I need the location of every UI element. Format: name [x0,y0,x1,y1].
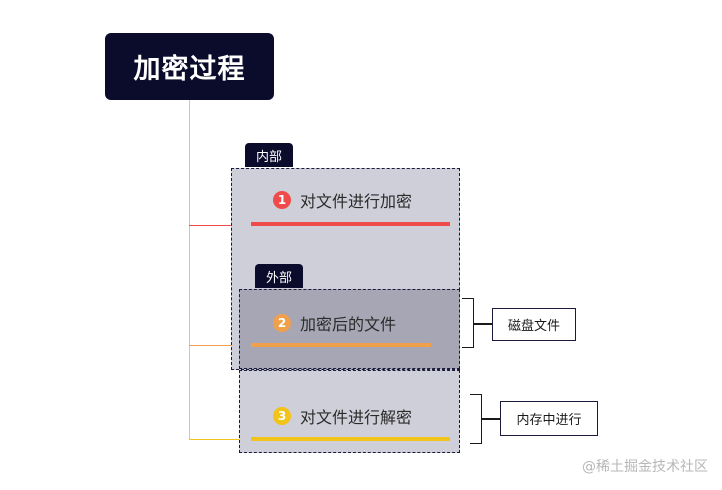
trunk-connector [189,100,190,440]
internal-tag-label: 内部 [255,149,282,165]
external-tag-label: 外部 [265,270,292,286]
memory-bracket [470,394,482,444]
branch-step-3 [189,439,251,440]
step-2-label: 加密后的文件 [300,315,397,334]
disk-file-note-label: 磁盘文件 [507,319,560,334]
watermark: @稀土掘金技术社区 [582,459,708,475]
step-1-number-badge: 1 [273,191,291,209]
disk-file-note: 磁盘文件 [492,308,576,341]
step-2-underline [251,343,431,347]
memory-note-label: 内存中进行 [516,413,582,428]
memory-note: 内存中进行 [500,401,598,436]
step-1: 1 对文件进行加密 [273,188,412,212]
disk-bracket [462,298,474,348]
step-3-underline [251,437,450,441]
step-1-label: 对文件进行加密 [300,192,413,211]
step-3: 3 对文件进行解密 [273,404,412,428]
disk-bracket-tick [474,323,492,325]
memory-bracket-tick [482,418,500,420]
step-2: 2 加密后的文件 [273,311,396,335]
step-3-label: 对文件进行解密 [300,408,413,427]
branch-step-1 [189,225,251,226]
internal-tag: 内部 [245,143,293,167]
step-1-underline [251,222,450,226]
step-3-number-badge: 3 [273,407,291,425]
root-node: 加密过程 [105,33,274,100]
external-tag: 外部 [255,264,303,288]
step-2-number-badge: 2 [273,314,291,332]
root-title: 加密过程 [133,54,246,85]
branch-step-2 [189,345,251,346]
